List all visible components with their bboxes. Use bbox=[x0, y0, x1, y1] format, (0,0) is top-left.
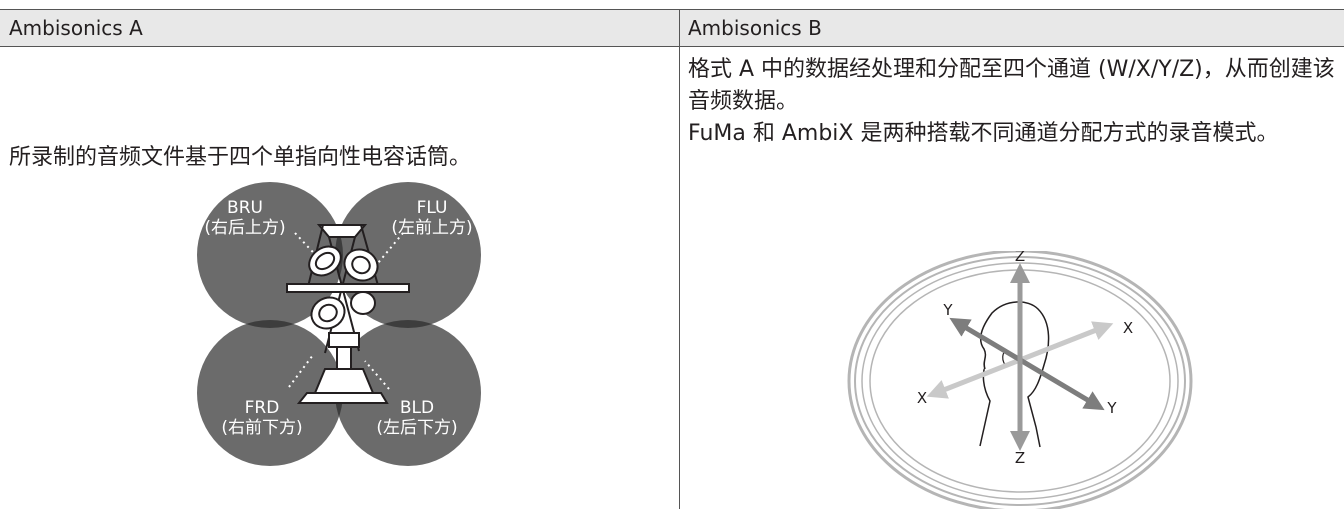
mic-label-bru-code: BRU bbox=[227, 198, 263, 218]
w-sphere-rings bbox=[847, 251, 1193, 509]
axis-label-z-bottom: Z bbox=[1015, 449, 1025, 467]
mic-label-bru-position: (右后上方) bbox=[204, 218, 285, 238]
polar-circle-bld bbox=[335, 320, 481, 466]
mic-label-flu-code: FLU bbox=[417, 198, 448, 218]
ambisonics-b-description-line2: FuMa 和 AmbiX 是两种搭载不同通道分配方式的录音模式。 bbox=[688, 121, 1279, 146]
header-ambisonics-a: Ambisonics A bbox=[9, 16, 143, 40]
microphone-icon bbox=[286, 224, 410, 404]
mic-label-bld-code: BLD bbox=[400, 398, 434, 418]
ambisonics-b-description-line1: 格式 A 中的数据经处理和分配至四个通道 (W/X/Y/Z)，从而创建该音频数据… bbox=[688, 57, 1335, 114]
ambisonics-a-description: 所录制的音频文件基于四个单指向性电容话筒。 bbox=[9, 145, 472, 170]
polar-circle-frd bbox=[197, 320, 343, 466]
ambisonics-b-description: 格式 A 中的数据经处理和分配至四个通道 (W/X/Y/Z)，从而创建该音频数据… bbox=[688, 54, 1338, 150]
axis-label-x-left: X bbox=[917, 389, 927, 407]
mic-label-flu-position: (左前上方) bbox=[391, 218, 472, 238]
axis-label-x-right: X bbox=[1123, 319, 1133, 337]
column-divider bbox=[679, 10, 680, 509]
mic-label-frd-position: (右前下方) bbox=[221, 418, 302, 438]
ambisonics-b-axis-diagram: W Z Z Y Y X X bbox=[847, 251, 1193, 509]
mic-label-frd-code: FRD bbox=[245, 398, 280, 418]
axis-label-y-right: Y bbox=[1106, 399, 1117, 417]
table-header-row bbox=[0, 10, 1344, 46]
axis-label-y-left: Y bbox=[942, 301, 953, 319]
y-axis-arrow bbox=[949, 317, 1105, 411]
axis-label-z-top: Z bbox=[1015, 251, 1025, 265]
mic-label-bld-position: (左后下方) bbox=[376, 418, 457, 438]
header-ambisonics-b: Ambisonics B bbox=[688, 16, 822, 40]
table-top-border bbox=[0, 9, 1344, 10]
head-outline-icon bbox=[979, 301, 1050, 448]
ambisonics-a-mic-diagram: BRU (右后上方) FLU (左前上方) FRD (右前下方) BLD (左后… bbox=[197, 182, 481, 466]
table-header-border bbox=[0, 46, 1344, 47]
